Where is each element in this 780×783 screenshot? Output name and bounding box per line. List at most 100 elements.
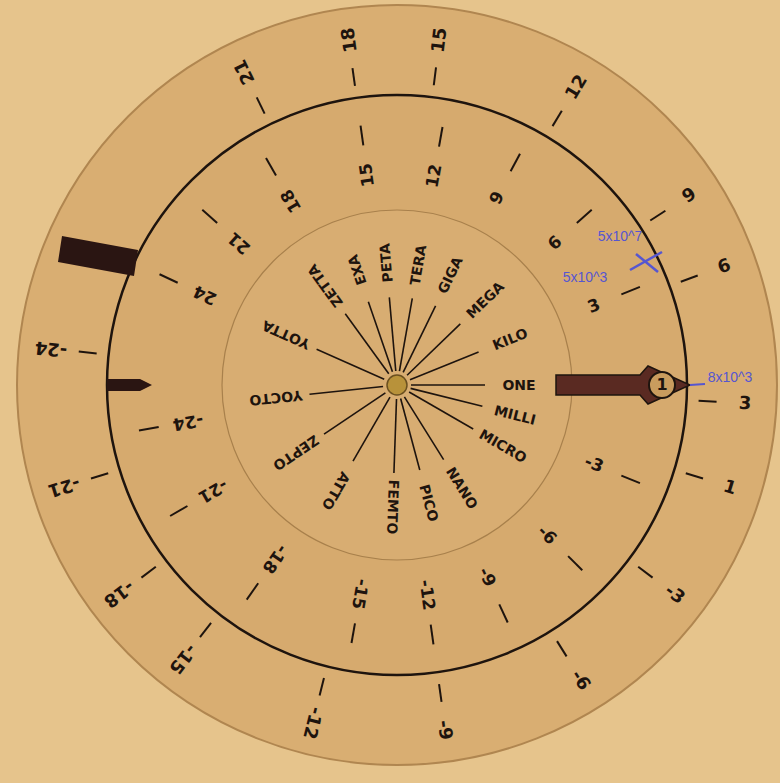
exponent-number: 3 [585, 295, 602, 315]
prefix-name: MILLI [493, 403, 537, 427]
tick-mark [202, 210, 217, 223]
spoke [401, 399, 420, 470]
tick-mark [621, 476, 640, 483]
exponent-number: -15 [349, 577, 371, 610]
exponent-number: 6 [544, 233, 564, 254]
tick-mark [352, 68, 355, 86]
exponent-number: -18 [260, 541, 292, 576]
pointer-number: 1 [656, 377, 667, 393]
spoke [411, 388, 483, 406]
exponent-number: -24 [172, 411, 205, 433]
tick-mark [266, 158, 276, 175]
tick-mark [361, 126, 364, 146]
tick-mark [650, 211, 665, 221]
exponent-number: 18 [278, 187, 305, 216]
tick-mark [568, 556, 582, 570]
prefix-name: ZEPTO [271, 433, 321, 473]
tick-mark [431, 625, 434, 645]
prefix-name: NANO [443, 465, 479, 512]
prefix-name: PETA [378, 243, 395, 283]
exponent-number: -3 [582, 453, 606, 476]
prefix-name: YOCTO [248, 388, 302, 407]
blue-line [690, 384, 705, 385]
tick-mark [577, 210, 592, 223]
tick-mark [200, 623, 211, 637]
spoke [404, 397, 443, 460]
exponent-number: 15 [357, 162, 377, 188]
spoke [399, 298, 412, 371]
tick-mark [247, 583, 258, 599]
exponent-number: -9 [435, 718, 456, 740]
tick-mark [439, 684, 442, 702]
tick-mark [638, 567, 652, 578]
exponent-number: -9 [475, 565, 498, 589]
spoke [394, 399, 397, 473]
tick-mark [439, 127, 442, 147]
left-pointer [107, 379, 152, 391]
tick-mark [352, 623, 355, 643]
prefix-name: ATTO [320, 469, 353, 512]
pointer-circle [649, 372, 675, 398]
tick-mark [686, 473, 703, 478]
tick-mark [699, 400, 717, 403]
exponent-number: 24 [191, 283, 220, 308]
prefix-name: GIGA [436, 255, 466, 296]
prefix-name: TERA [408, 244, 429, 287]
tick-mark [141, 567, 155, 578]
prefix-name: ZETTA [305, 262, 345, 310]
exponent-number: 12 [423, 163, 444, 189]
center-pin [387, 375, 407, 395]
note-text: 5x10^7 [598, 229, 643, 243]
tick-mark [320, 678, 324, 695]
tick-mark [257, 97, 265, 113]
spoke [403, 306, 435, 373]
note-text: 5x10^3 [563, 270, 608, 284]
prefix-name: FEMTO [385, 479, 401, 534]
exponent-number: -3 [662, 581, 689, 607]
tick-mark [170, 506, 187, 516]
exponent-number: 12 [562, 71, 590, 102]
tick-mark [511, 154, 520, 172]
prefix-name: EXA [346, 253, 369, 287]
exponent-number: -12 [416, 579, 437, 612]
spoke [309, 386, 383, 394]
spoke [411, 384, 485, 386]
exponent-number: -21 [46, 473, 82, 500]
tick-mark [160, 274, 178, 282]
tick-mark [91, 473, 108, 478]
exponent-number: -24 [34, 338, 68, 359]
note-text: 8x10^3 [708, 370, 753, 384]
spoke [353, 397, 390, 461]
spoke [317, 349, 385, 379]
tick-mark [499, 604, 507, 622]
exponent-number: 3 [738, 394, 751, 413]
tick-mark [681, 276, 698, 282]
exponent-number: -6 [534, 522, 559, 547]
tick-mark [79, 352, 97, 354]
prefix-name: YOTTA [260, 319, 312, 352]
blue-cross [636, 254, 658, 272]
exponent-number: 9 [679, 184, 699, 206]
prefix-name: MEGA [463, 279, 506, 321]
tick-mark [553, 111, 562, 126]
black-mark [58, 236, 138, 276]
exponent-number: 6 [715, 255, 733, 276]
exponent-number: -6 [568, 667, 594, 693]
tick-mark [621, 287, 640, 294]
spoke [389, 297, 395, 371]
prefix-name: ONE [502, 378, 535, 392]
tick-mark [139, 427, 159, 430]
spoke [324, 393, 385, 434]
inner-disk [222, 210, 572, 560]
spoke [410, 352, 479, 380]
prefix-name: PICO [417, 483, 440, 523]
tick-mark [557, 641, 567, 656]
exponent-number: 15 [429, 26, 450, 53]
exponent-number: 9 [486, 189, 507, 207]
pointer-arrow [556, 366, 690, 404]
outer-disk [17, 5, 777, 765]
tick-mark [434, 67, 436, 85]
exponent-number: -15 [166, 641, 200, 678]
exponent-number: 21 [225, 229, 254, 257]
exponent-number: 18 [338, 27, 359, 54]
